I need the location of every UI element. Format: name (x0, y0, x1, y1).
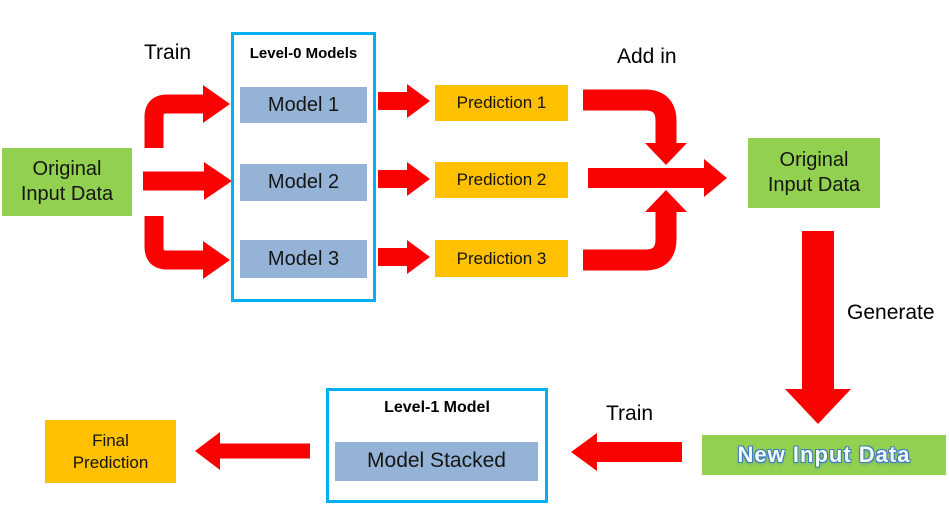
label-train-bottom: Train (606, 402, 654, 425)
arrow-prediction3-merge (583, 190, 687, 271)
node-model-3: Model 3 (240, 240, 367, 278)
node-model-1: Model 1 (240, 87, 367, 123)
node-new-input-data: New Input Data (702, 435, 946, 475)
arrow-level1-to-final (195, 432, 310, 470)
node-prediction-2: Prediction 2 (435, 162, 568, 198)
arrow-train-to-model2 (143, 162, 232, 200)
node-final-prediction: Final Prediction (45, 420, 176, 483)
arrow-model1-to-prediction1 (378, 84, 430, 118)
arrow-model3-to-prediction3 (378, 240, 430, 274)
arrow-prediction2-to-original (588, 159, 727, 197)
node-model-stacked: Model Stacked (335, 442, 538, 481)
node-prediction-1: Prediction 1 (435, 85, 568, 121)
arrow-model2-to-prediction2 (378, 162, 430, 196)
node-prediction-3: Prediction 3 (435, 240, 568, 277)
label-add-in: Add in (617, 45, 677, 68)
level0-models-title: Level-0 Models (249, 45, 358, 62)
arrow-generate-down (785, 231, 851, 424)
node-original-input-left: Original Input Data (2, 148, 132, 216)
arrow-train-to-level1 (571, 433, 682, 471)
label-train-top: Train (144, 41, 192, 64)
arrow-prediction1-merge (583, 89, 687, 165)
arrow-train-to-model3 (144, 216, 230, 279)
arrow-train-to-model1 (144, 85, 230, 148)
node-original-input-right: Original Input Data (748, 138, 880, 208)
node-model-2: Model 2 (240, 164, 367, 201)
label-generate: Generate (847, 301, 935, 324)
level1-model-title: Level-1 Model (384, 399, 490, 416)
